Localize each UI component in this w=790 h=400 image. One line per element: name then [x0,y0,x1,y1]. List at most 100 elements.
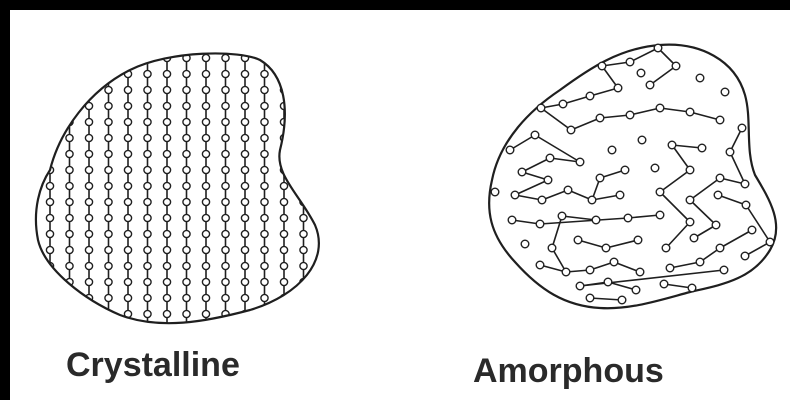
amorphous-bond [746,205,770,242]
lattice-atom [124,230,131,237]
lattice-atom [222,246,229,253]
lattice-atom [280,230,287,237]
amorphous-atom [536,261,544,269]
lattice-atom [105,278,112,285]
lattice-atom [105,230,112,237]
lattice-atom [202,182,209,189]
lattice-atom [66,182,73,189]
lattice-atom [85,70,92,77]
amorphous-atom [608,146,616,154]
lattice-atom [124,166,131,173]
lattice-atom [144,214,151,221]
crystalline-boundary [36,53,319,323]
lattice-atom [66,198,73,205]
amorphous-label: Amorphous [473,352,664,391]
lattice-atom [46,102,53,109]
amorphous-atom [638,136,646,144]
lattice-atom [85,262,92,269]
lattice-atom [300,54,307,61]
amorphous-bond [541,108,571,130]
lattice-atom [163,102,170,109]
lattice-atom [202,262,209,269]
lattice-atom [261,70,268,77]
amorphous-bond [606,240,638,248]
amorphous-atom [564,186,572,194]
lattice-atom [183,70,190,77]
amorphous-atom [537,104,545,112]
amorphous-atom [559,100,567,108]
lattice-atom [105,118,112,125]
amorphous-atom [621,166,629,174]
amorphous-atom [618,296,626,304]
lattice-atom [183,278,190,285]
amorphous-atom [646,81,654,89]
lattice-atom [241,278,248,285]
figure-panel: Crystalline Amorphous [10,10,790,400]
amorphous-atom [742,201,750,209]
lattice-atom [144,86,151,93]
lattice-atom [105,54,112,61]
amorphous-atom [716,174,724,182]
lattice-atom [280,198,287,205]
amorphous-atom [662,244,670,252]
lattice-atom [202,230,209,237]
amorphous-atom [654,44,662,52]
amorphous-bond [552,216,562,248]
lattice-atom [183,118,190,125]
lattice-atom [105,294,112,301]
lattice-atom [202,214,209,221]
lattice-atom [300,102,307,109]
lattice-atom [124,182,131,189]
lattice-atom [66,262,73,269]
lattice-atom [261,166,268,173]
amorphous-atom [614,84,622,92]
lattice-atom [66,54,73,61]
lattice-atom [163,326,170,333]
amorphous-bond [600,115,630,118]
lattice-atom [144,118,151,125]
amorphous-atom [634,236,642,244]
amorphous-atom [491,188,499,196]
lattice-atom [222,102,229,109]
lattice-atom [222,166,229,173]
lattice-atom [46,230,53,237]
lattice-atom [46,70,53,77]
lattice-atom [183,294,190,301]
lattice-atom [85,166,92,173]
amorphous-atom [741,180,749,188]
lattice-atom [144,182,151,189]
lattice-atom [124,278,131,285]
lattice-atom [85,214,92,221]
lattice-atom [85,86,92,93]
amorphous-atom [668,141,676,149]
lattice-atom [241,246,248,253]
lattice-atom [261,310,268,317]
amorphous-atom [558,212,566,220]
amorphous-bond [660,192,690,222]
lattice-atom [66,150,73,157]
lattice-atom [105,102,112,109]
amorphous-atoms [491,44,774,304]
lattice-atom [85,310,92,317]
lattice-atom [202,198,209,205]
lattice-atom [46,246,53,253]
lattice-atom [183,214,190,221]
lattice-atom [261,182,268,189]
lattice-atom [124,262,131,269]
lattice-atom [280,246,287,253]
lattice-atom [46,278,53,285]
lattice-atom [280,182,287,189]
lattice-atom [241,70,248,77]
amorphous-atom [626,111,634,119]
amorphous-bond [672,145,690,170]
amorphous-bond [515,180,548,195]
lattice-atom [163,86,170,93]
lattice-atom [163,182,170,189]
lattice-atom [280,310,287,317]
amorphous-bond [590,298,622,300]
amorphous-atom [602,244,610,252]
amorphous-atom [546,154,554,162]
lattice-atom [202,278,209,285]
lattice-atom [300,166,307,173]
